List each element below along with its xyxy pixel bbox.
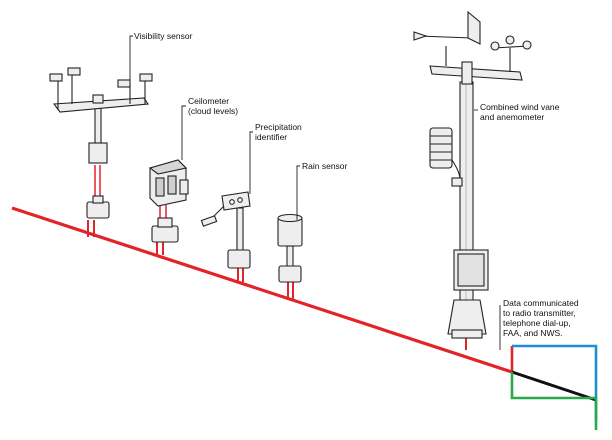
data-line-2: to radio transmitter,: [503, 308, 576, 318]
ceilometer: [148, 159, 189, 255]
data-line-3: telephone dial-up,: [503, 318, 571, 328]
precipitation-label: Precipitation identifier: [255, 122, 302, 142]
output-wires: [510, 344, 598, 430]
data-line-1: Data communicated: [503, 298, 579, 308]
rain-callout: [296, 165, 300, 220]
rain-sensor-text: Rain sensor: [302, 161, 348, 171]
precipitation-identifier: [200, 191, 251, 282]
data-label: Data communicated to radio transmitter, …: [503, 298, 579, 338]
data-line-4: FAA, and NWS.: [503, 328, 563, 338]
precipitation-callout: [249, 131, 253, 194]
wind-tower: [413, 10, 532, 350]
visibility-sensor-label: Visibility sensor: [134, 31, 192, 41]
wind-label: Combined wind vane and anemometer: [480, 102, 559, 122]
ceilometer-callout: [181, 105, 186, 160]
ceilometer-line-2: (cloud levels): [188, 106, 239, 116]
wind-line-2: and anemometer: [480, 112, 545, 122]
rain-sensor-label: Rain sensor: [302, 161, 347, 171]
ceilometer-label: Ceilometer (cloud levels): [188, 96, 238, 116]
ceilometer-line-1: Ceilometer: [188, 96, 230, 106]
visibility-sensor: [49, 67, 153, 237]
rain-sensor: [277, 213, 303, 300]
precipitation-line-2: identifier: [255, 132, 288, 142]
callout-lines: [129, 35, 501, 350]
black-wire: [511, 370, 597, 402]
blue-wire: [512, 344, 598, 420]
precipitation-line-1: Precipitation: [255, 122, 302, 132]
wind-line-1: Combined wind vane: [480, 102, 560, 112]
green-wire: [510, 372, 598, 430]
visibility-callout: [129, 35, 133, 82]
main-cable: [11, 206, 514, 374]
visibility-sensor-text: Visibility sensor: [134, 31, 193, 41]
